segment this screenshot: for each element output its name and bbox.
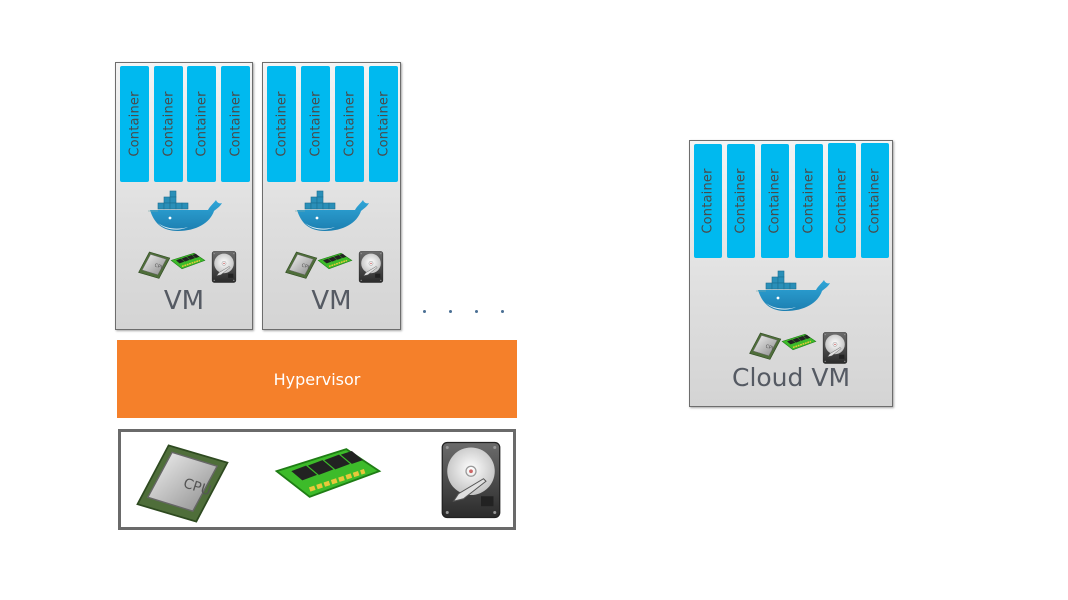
container-label: Container (834, 167, 850, 234)
container-label: Container (274, 91, 289, 157)
container: Container (369, 66, 398, 182)
hard-drive-icon (822, 332, 848, 364)
docker-whale-icon (756, 270, 831, 312)
hypervisor-label: Hypervisor (273, 369, 361, 389)
container: Container (795, 144, 823, 258)
container-label: Container (733, 168, 749, 234)
container-label: Container (161, 91, 176, 157)
container: Container (694, 144, 722, 258)
cpu-icon (138, 251, 171, 279)
hypervisor-layer: Hypervisor (117, 340, 517, 418)
container: Container (727, 144, 755, 258)
ellipsis-dot (423, 310, 426, 313)
cloud-vm: Container Container Container Container … (689, 140, 893, 407)
cloud-vm-label: Cloud VM (731, 363, 851, 392)
vm-2: Container Container Container Container … (262, 62, 401, 330)
container: Container (761, 144, 789, 258)
container-label: Container (376, 91, 391, 157)
hard-drive-icon (441, 441, 501, 519)
container-label: Container (228, 91, 243, 157)
container-label: Container (767, 168, 783, 234)
ellipsis-dot (475, 310, 478, 313)
container-label: Container (700, 168, 716, 234)
ram-icon (273, 445, 383, 501)
docker-whale-icon (295, 190, 370, 232)
ellipsis-dot (449, 310, 452, 313)
container: Container (861, 143, 889, 258)
cpu-icon (285, 251, 318, 279)
ram-icon (317, 252, 353, 270)
container: Container (301, 66, 330, 182)
container-label: Container (308, 91, 323, 157)
container: Container (120, 66, 149, 182)
container-label: Container (342, 91, 357, 157)
container-label: Container (801, 168, 817, 234)
cpu-icon (749, 332, 782, 360)
container: Container (267, 66, 296, 182)
ram-icon (781, 333, 817, 351)
vm-1: Container Container Container Container … (115, 62, 253, 330)
container-label: Container (194, 91, 209, 157)
container: Container (154, 66, 183, 182)
cpu-icon (136, 444, 229, 523)
container-label: Container (867, 167, 883, 234)
ram-icon (170, 252, 206, 270)
container: Container (221, 66, 250, 182)
hard-drive-icon (358, 251, 384, 283)
vm-label: VM (311, 286, 352, 316)
hard-drive-icon (211, 251, 237, 283)
docker-whale-icon (148, 190, 223, 232)
hardware-layer (118, 429, 516, 530)
vm-label: VM (163, 286, 205, 316)
ellipsis-dot (501, 310, 504, 313)
container: Container (828, 143, 856, 258)
container: Container (335, 66, 364, 182)
container-label: Container (127, 91, 142, 157)
container: Container (187, 66, 216, 182)
